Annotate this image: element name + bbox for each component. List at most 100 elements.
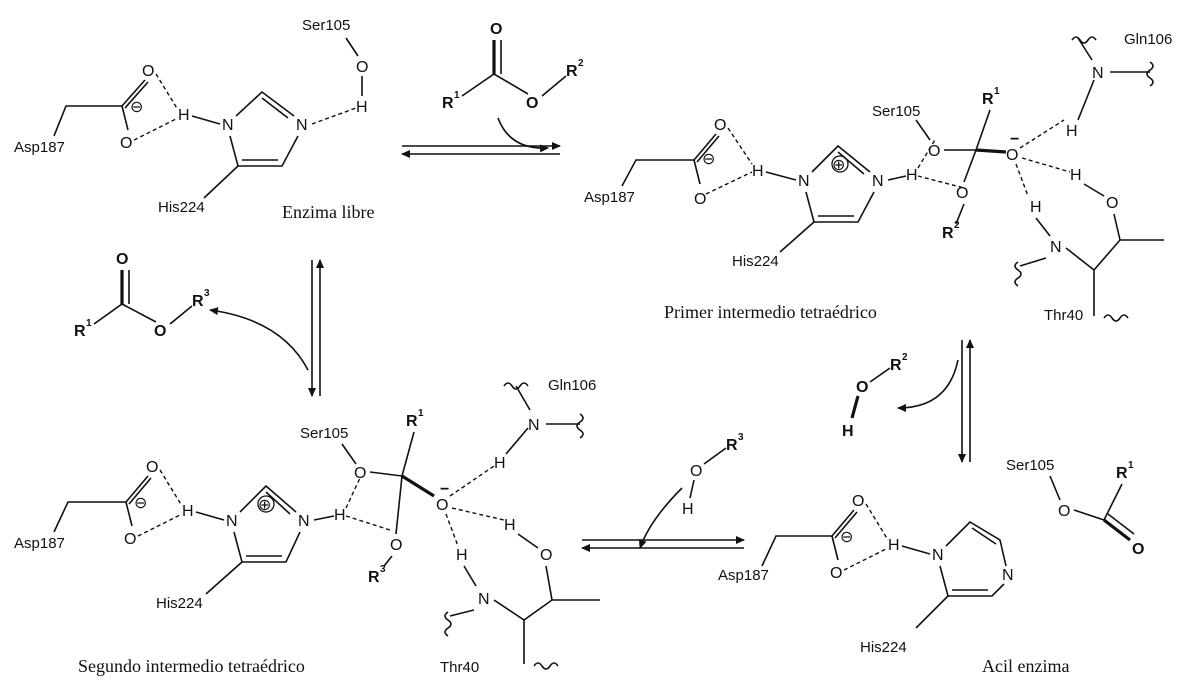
tet2-r3: R (368, 569, 380, 586)
acyl-bonds (1073, 483, 1123, 521)
his2-h: H (906, 167, 918, 184)
thr40-label-2: Thr40 (440, 659, 479, 676)
equilibrium-top (401, 142, 561, 158)
free-enzyme-structure: Asp187 O O ⊖ H N N His224 H O Ser105 Enz… (14, 17, 374, 222)
his4-n3: N (1002, 567, 1014, 584)
tet2-bonds (369, 431, 415, 477)
h2-asp-his: H (752, 163, 764, 180)
asp2-chain (621, 159, 694, 187)
his3-ser-hbonds (345, 477, 391, 531)
asp187-label-2: Asp187 (584, 189, 635, 206)
asp3-co (125, 475, 152, 505)
alc3-oh (689, 479, 695, 499)
his-n3: N (296, 117, 308, 134)
his3-h: H (334, 507, 346, 524)
asp3-co2 (125, 501, 133, 527)
ester-r1-a-sup: 1 (454, 90, 460, 101)
his3-ring-top (239, 484, 297, 515)
ester-o-b: O (154, 323, 166, 340)
his2-circle-plus: ⊕ (832, 157, 845, 174)
second-intermediate-structure: Asp187 O O ⊖ H N N ⊕ His224 H Ser105 O R… (14, 377, 600, 676)
gln-n: N (1092, 65, 1104, 82)
thr-backbone (1065, 213, 1164, 316)
ser105-label-3: Ser105 (300, 425, 348, 442)
alcohol-r2: O R 2 H (842, 352, 959, 440)
tet1-minus: − (1010, 131, 1019, 148)
ser2-chain (915, 119, 931, 141)
asp2-circle-minus: ⊖ (702, 151, 715, 168)
ester-r1-b-sup: 1 (86, 318, 92, 329)
asp-o1: O (142, 63, 154, 80)
caption-second-intermediate: Segundo intermedio tetraédrico (78, 656, 305, 676)
his2-n1: N (798, 173, 810, 190)
his224-label-2: His224 (732, 253, 779, 270)
tet2-c-or (395, 475, 403, 535)
ser-h: H (356, 99, 368, 116)
alc2-or (869, 367, 891, 383)
ser4-o: O (1058, 503, 1070, 520)
his3-ring-bottom (233, 531, 301, 563)
thr2-oh-h: H (504, 517, 516, 534)
gln2-nh (505, 427, 529, 455)
asp2-hbonds (705, 127, 753, 195)
substrate-in-arrow (497, 117, 549, 153)
thr2-h-n (463, 565, 477, 587)
thr40-label: Thr40 (1044, 307, 1083, 324)
gln-wavy-1 (1071, 36, 1097, 44)
asp2-o2: O (694, 191, 706, 208)
ester-out-arrow (209, 307, 309, 371)
his4-ring-bottom (939, 565, 1005, 597)
his3-n3: N (298, 513, 310, 530)
ester-o-double-b: O (116, 251, 128, 268)
his-n1: N (222, 117, 234, 134)
thr-h-o (1083, 183, 1105, 197)
asp4-o1: O (852, 493, 864, 510)
ser2-o: O (928, 143, 940, 160)
asp187-label: Asp187 (14, 139, 65, 156)
tet1-r1: R (982, 91, 994, 108)
ser105-label-1: Ser105 (302, 17, 350, 34)
ester-r2-a: R (566, 63, 578, 80)
acyl-r1: R (1116, 465, 1128, 482)
ester-or-a (541, 75, 567, 97)
alc2-oh (850, 395, 860, 419)
ester-r1-b: R (74, 323, 86, 340)
tet2-r3-sup: 3 (380, 564, 386, 575)
asp4-circle-minus: ⊖ (840, 529, 853, 546)
asp-co2-bond (121, 105, 129, 131)
gln2-n: N (528, 417, 540, 434)
asp4-co2 (831, 535, 839, 561)
equilibrium-right-vertical (958, 339, 974, 463)
caption-first-intermediate: Primer intermedio tetraédrico (664, 302, 877, 322)
h2-n-bond (765, 171, 797, 181)
asp3-hbonds (137, 469, 183, 537)
thr-o: O (1106, 195, 1118, 212)
ester-o-a: O (526, 95, 538, 112)
asp2-co2 (693, 159, 701, 185)
thr-n-chain (1019, 257, 1047, 267)
tet2-oxyanion-hbonds (445, 465, 505, 547)
h-n-bond (191, 115, 221, 125)
asp187-label-4: Asp187 (718, 567, 769, 584)
first-intermediate-structure: Asp187 O O ⊖ H N N ⊕ His224 H Ser105 O R… (584, 31, 1172, 324)
ester-product-left: R 1 O O R 3 (74, 251, 309, 371)
gln-h: H (1066, 123, 1078, 140)
acyl-enzyme-structure: Asp187 O O ⊖ H N N His224 Ser105 O R 1 O… (718, 457, 1144, 676)
tet1-c-or (963, 149, 977, 183)
asp4-o2: O (830, 565, 842, 582)
asp-his-hbonds (133, 73, 179, 141)
tet1-o-minus: O (1006, 147, 1018, 164)
asp-o2: O (120, 135, 132, 152)
tet2-r1: R (406, 413, 418, 430)
asp4-chain (761, 535, 832, 567)
tet1-r2: R (942, 225, 954, 242)
tet1-r1-sup: 1 (994, 86, 1000, 97)
ester-bonds-b (93, 303, 157, 325)
tet2-o2: O (390, 537, 402, 554)
ser-chain (345, 37, 359, 57)
alc3-h: H (682, 501, 694, 518)
his4-ring-top (945, 520, 1007, 567)
ester-o-double-a: O (490, 21, 502, 38)
ester-r3-b: R (192, 293, 204, 310)
asp3-o2: O (124, 531, 136, 548)
